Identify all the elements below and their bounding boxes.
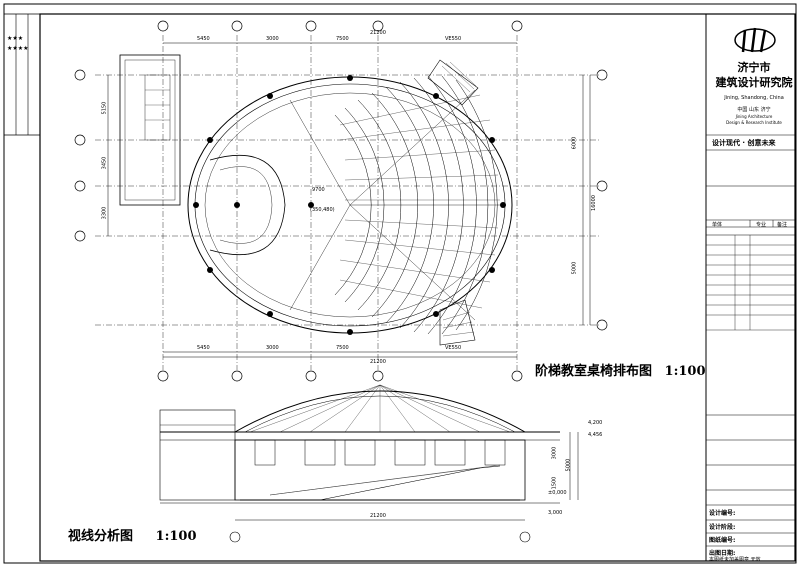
section-dim-v1: 3000: [551, 446, 558, 460]
plan-title-text: 阶梯教室桌椅排布图: [535, 364, 653, 379]
section-view: [159, 384, 579, 543]
org-name-line2: 建筑设计研究院: [715, 76, 793, 89]
level-top: 4,200: [588, 420, 603, 426]
plan-scale: 1:100: [664, 364, 706, 379]
label-drawing-no: 图纸编号:: [709, 537, 736, 544]
annotation-center: 9700: [312, 187, 325, 193]
dim-left-1: 5150: [101, 101, 108, 115]
label-date: 出图日期:: [709, 550, 736, 557]
org-cn-line: 中国 山东 济宁: [737, 107, 771, 113]
annotation-box: (350,480): [310, 207, 335, 213]
slogan: 设计现代 · 创意未来: [712, 139, 776, 147]
dim-bottom-5: VE550: [445, 345, 462, 351]
dim-left-2: 3450: [101, 156, 108, 170]
org-name: 济宁市 建筑设计研究院: [709, 60, 799, 90]
dim-right-2: 16000: [590, 195, 597, 211]
org-en-line1: Jining, Shandong, China: [724, 95, 784, 101]
dim-right-3: 5000: [571, 261, 578, 275]
table-header-3: 备注: [777, 222, 788, 228]
plan-view: [74, 20, 608, 382]
table-header-2: 专业: [756, 222, 767, 228]
label-design-stage: 设计阶段:: [709, 524, 736, 531]
section-title-text: 视线分析图: [68, 529, 134, 544]
table-header-1: 单体: [712, 222, 723, 228]
label-check-no: 设计编号:: [709, 510, 736, 517]
section-dim-total: 21200: [370, 513, 386, 519]
org-en-line3: Design & Research Institute: [726, 120, 782, 125]
signature-table: [706, 235, 795, 547]
title-block: [705, 14, 795, 561]
dim-bottom-total: 21200: [370, 359, 386, 365]
left-strip-mark-1: ★★★: [7, 35, 24, 42]
section-dim-v3: 1500: [551, 476, 558, 490]
dim-bottom-3: 7500: [336, 345, 349, 351]
dim-top-5: VE550: [445, 36, 462, 42]
level-low: 3,000: [548, 510, 563, 516]
dim-left-3: 3300: [101, 206, 108, 220]
left-binding-strip: [4, 13, 40, 136]
dim-top-1: 5450: [197, 36, 210, 42]
dim-top-3: 7500: [336, 36, 349, 42]
left-strip-mark-2: ★★★★: [7, 45, 29, 52]
section-scale: 1:100: [155, 529, 197, 544]
dim-bottom-2: 3000: [266, 345, 279, 351]
label-footer: 本图纸未加盖图章 无效: [709, 557, 761, 563]
section-dim-v2: 5000: [565, 458, 572, 472]
org-en-line2: Jining Architecture: [735, 114, 773, 119]
org-name-line1: 济宁市: [737, 61, 771, 74]
org-en-block: Jining Architecture Design & Research In…: [709, 114, 799, 126]
dim-top-total: 21200: [370, 30, 386, 36]
plan-title: 阶梯教室桌椅排布图 1:100: [535, 360, 706, 379]
dim-right-1: 6000: [571, 136, 578, 150]
dim-top-2: 3000: [266, 36, 279, 42]
dim-bottom-1: 5450: [197, 345, 210, 351]
section-title: 视线分析图 1:100: [68, 525, 197, 544]
level-zero: ±0,000: [548, 490, 567, 496]
level-mid: 4,456: [588, 432, 603, 438]
institute-logo-icon: [734, 27, 776, 53]
